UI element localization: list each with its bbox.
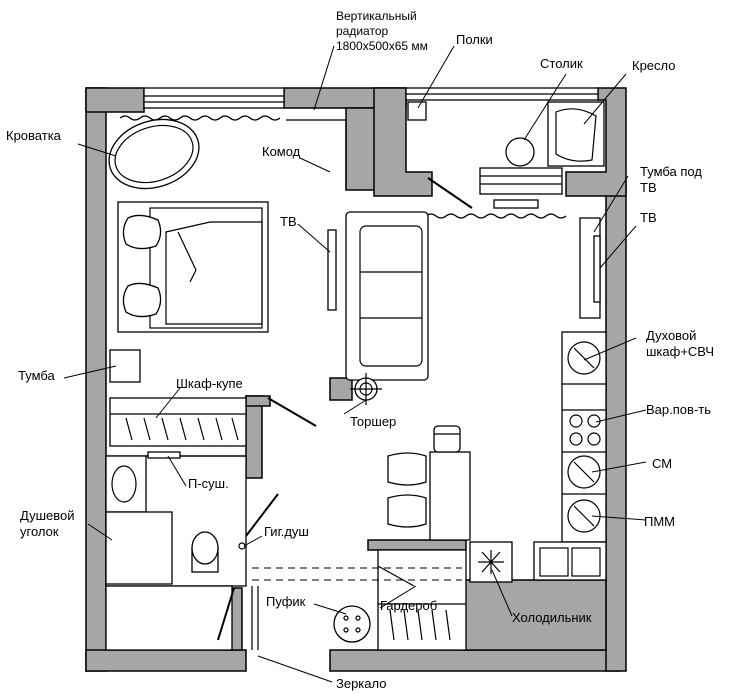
pillow-top-icon: [122, 214, 162, 250]
crib-icon: [108, 118, 200, 190]
bathroom-wall-top: [345, 107, 377, 191]
bottom-wall-right: [329, 649, 621, 672]
tv-stand-icon: [479, 167, 563, 195]
label-tv-left: ТВ: [280, 214, 297, 229]
label-nightstand: Тумба: [18, 368, 56, 383]
label-dresser: Комод: [262, 144, 301, 159]
oven-icon: [567, 341, 601, 375]
label-tv-right: ТВ: [640, 210, 657, 225]
right-wall: [605, 181, 627, 672]
label-pouf: Пуфик: [266, 594, 306, 609]
label-radiator-3: 1800x500x65 мм: [336, 39, 428, 53]
label-oven-2: шкаф+СВЧ: [646, 344, 714, 359]
tv-right-icon: [593, 235, 601, 303]
bath-lower-area: [105, 585, 233, 651]
bathroom-partition-cap: [245, 395, 271, 407]
label-armchair: Кресло: [632, 58, 676, 73]
balcony-door: [427, 177, 473, 209]
label-oven-1: Духовой: [646, 328, 696, 343]
bottom-wall-left: [85, 649, 247, 672]
label-crib: Кроватка: [6, 128, 62, 143]
radiator-wave-bedroom: [119, 115, 281, 121]
shower-icon: [105, 511, 173, 585]
radiator-wave-living: [425, 213, 567, 219]
bar-counter-icon: [429, 451, 471, 541]
pillow-bottom-icon: [122, 282, 162, 318]
label-hygienic-shower: Гиг.душ: [264, 524, 309, 539]
hob-icon: [569, 414, 601, 446]
label-dishwasher: ПММ: [644, 514, 675, 529]
label-fridge: Холодильник: [512, 610, 592, 625]
wardrobe-icon: [109, 397, 247, 447]
label-hob: Вар.пов-ть: [646, 402, 711, 417]
label-floor-lamp: Торшер: [350, 414, 396, 429]
bath-door-upper: [245, 493, 279, 537]
bar-stool-1-icon: [387, 452, 427, 486]
walls: [85, 87, 627, 672]
label-towel-dryer: П-суш.: [188, 476, 229, 491]
label-closet: Гардероб: [380, 598, 437, 613]
label-radiator-1: Вертикальный: [336, 9, 417, 23]
leader-lines: [63, 45, 647, 683]
label-shelves: Полки: [456, 32, 493, 47]
label-wardrobe: Шкаф-купе: [176, 376, 243, 391]
closet-wall: [367, 539, 467, 551]
labels: Вертикальный радиатор 1800x500x65 мм Пол…: [6, 9, 714, 691]
shelves-icon: [407, 101, 427, 121]
balcony-wall-right: [565, 87, 627, 197]
label-shower-1: Душевой: [20, 508, 75, 523]
coffee-table-icon: [505, 137, 535, 167]
label-radiator-2: радиатор: [336, 24, 388, 38]
wardrobe-hangers: [125, 417, 239, 441]
left-wall: [85, 87, 107, 672]
label-shower-2: уголок: [20, 524, 59, 539]
windows: [143, 87, 599, 109]
bar-chair-top-icon: [433, 425, 461, 453]
label-coffee-table: Столик: [540, 56, 583, 71]
bathroom-partition: [245, 395, 263, 479]
bath-door: [217, 587, 235, 641]
washer-icon: [567, 455, 601, 489]
sofa-icon: [345, 211, 429, 381]
label-mirror: Зеркало: [336, 676, 386, 691]
towel-dryer-icon: [147, 451, 181, 459]
dishwasher-icon: [567, 499, 601, 533]
closet-hangers: [389, 609, 451, 641]
bar-stool-2-icon: [387, 494, 427, 528]
pouf-icon: [333, 605, 371, 643]
label-tv-stand-1: Тумба под: [640, 164, 702, 179]
window-bedroom: [143, 87, 285, 109]
tv-left-icon: [327, 229, 337, 311]
label-tv-stand-2: ТВ: [640, 180, 657, 195]
bedroom-door: [267, 397, 317, 427]
column: [329, 377, 353, 401]
label-washer: СМ: [652, 456, 672, 471]
top-wall-left: [85, 87, 145, 113]
